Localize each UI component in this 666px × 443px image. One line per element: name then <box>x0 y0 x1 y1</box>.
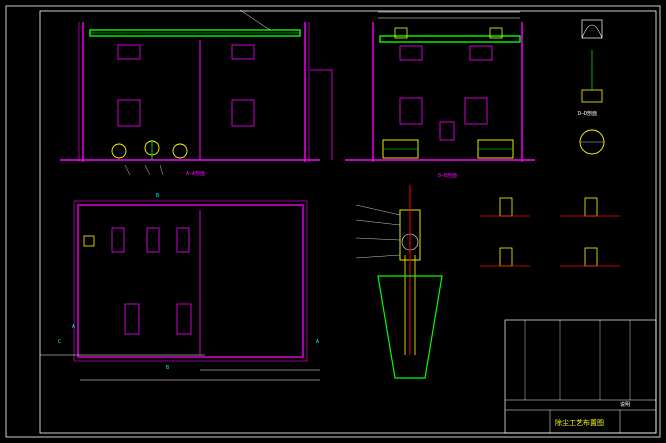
grid-letter-a-left: A <box>72 324 76 330</box>
outer-border <box>5 5 661 438</box>
grid-letter-b-bottom: B <box>166 365 170 371</box>
detail-top-right <box>579 19 605 155</box>
foundation-details <box>480 197 620 267</box>
grid-letter-a-right: A <box>316 339 320 345</box>
dust-collector-view <box>355 185 443 379</box>
grid-letter-c-left: C <box>58 339 62 345</box>
section-bb-label: B—B剖面 <box>438 173 458 179</box>
section-dd-label: D—D剖面 <box>578 111 598 117</box>
title-block-title: 除尘工艺布置图 <box>555 419 604 427</box>
title-block-note: 说明 <box>620 402 631 408</box>
plan-view <box>40 200 320 381</box>
inner-border <box>39 10 657 434</box>
section-aa-view <box>60 9 333 176</box>
section-bb-view <box>345 11 535 162</box>
grid-letter-b-top: B <box>156 193 160 199</box>
title-block-frame <box>504 319 657 434</box>
section-aa-label: A—A剖面 <box>186 171 206 177</box>
